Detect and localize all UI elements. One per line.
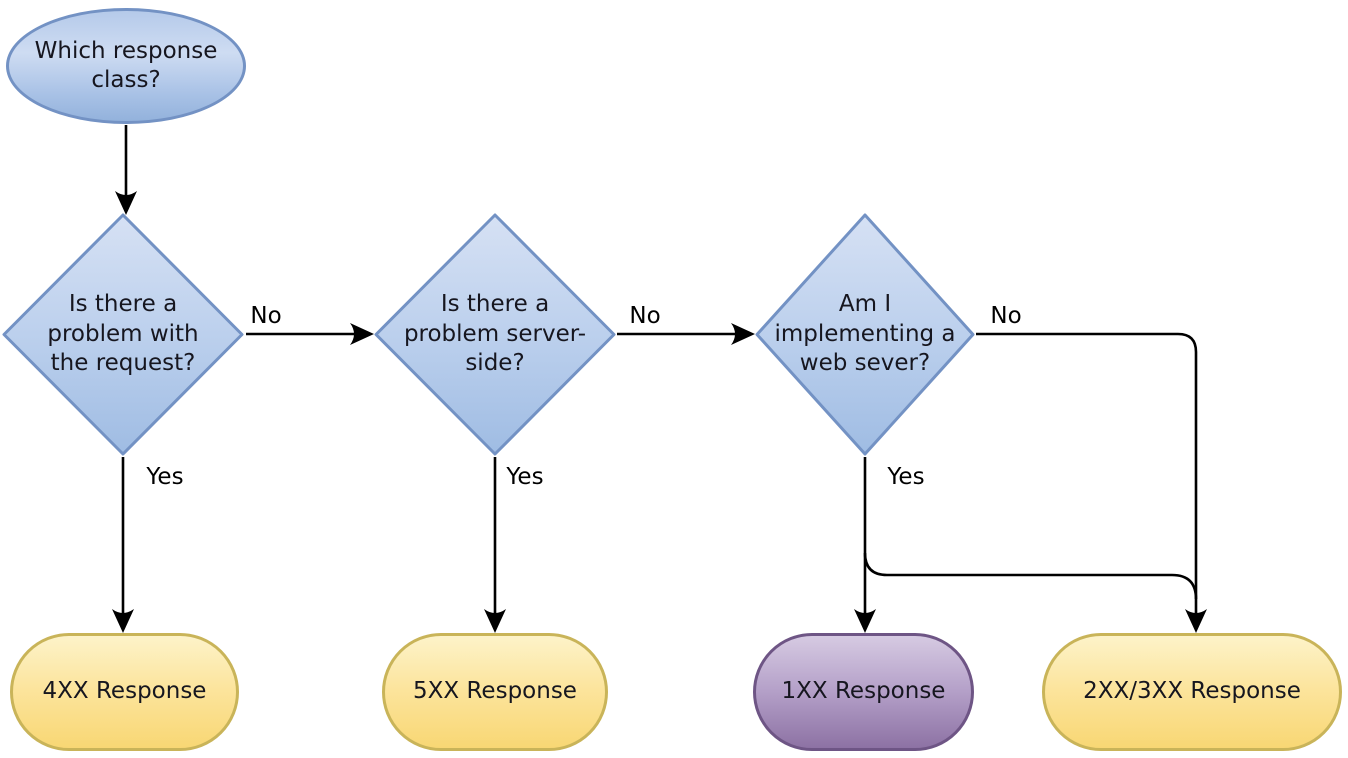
- arrowhead-decision2-left: [350, 323, 374, 345]
- node-result-5xx-label: 5XX Response: [413, 678, 577, 705]
- node-result-2xx3xx: 2XX/3XX Response: [1042, 633, 1342, 751]
- diamond-shape: [2, 213, 244, 456]
- node-result-1xx-label: 1XX Response: [781, 678, 946, 705]
- arrowhead-decision1-top: [115, 191, 137, 215]
- arrowhead-result5xx-top: [484, 609, 506, 633]
- edge-label-decision2-yes: Yes: [506, 464, 544, 490]
- edge-label-decision3-no: No: [990, 303, 1022, 329]
- diamond-shape: [755, 213, 975, 456]
- node-result-1xx: 1XX Response: [753, 633, 974, 751]
- arrowhead-result2xx3xx-top: [1185, 609, 1207, 633]
- node-decision2-label: Is there a problem server-side?: [403, 291, 587, 377]
- node-result-2xx3xx-label: 2XX/3XX Response: [1083, 678, 1301, 705]
- node-result-4xx: 4XX Response: [10, 633, 239, 751]
- node-start: Which response class?: [6, 8, 246, 124]
- edge-label-decision1-yes: Yes: [146, 464, 184, 490]
- arrowhead-result1xx-top: [854, 609, 876, 633]
- edge-label-decision2-no: No: [629, 303, 661, 329]
- node-decision1: Is there a problem with the request?: [2, 213, 244, 456]
- node-decision1-label: Is there a problem with the request?: [47, 291, 199, 377]
- diamond-shape: [374, 213, 616, 456]
- node-result-5xx: 5XX Response: [382, 633, 608, 751]
- arrowhead-decision3-left: [731, 323, 755, 345]
- arrowhead-result4xx-top: [112, 609, 134, 633]
- edge-label-decision1-no: No: [250, 303, 282, 329]
- node-decision3-label: Am I implementing a web sever?: [774, 291, 956, 377]
- edge-label-decision3-yes: Yes: [887, 464, 925, 490]
- node-result-4xx-label: 4XX Response: [42, 678, 207, 705]
- edge-decision3-no: [976, 332, 1198, 614]
- node-decision2: Is there a problem server-side?: [374, 213, 616, 456]
- node-start-label: Which response class?: [34, 37, 218, 93]
- node-decision3: Am I implementing a web sever?: [755, 213, 975, 456]
- edge-branch-merge-connector: [863, 552, 1198, 600]
